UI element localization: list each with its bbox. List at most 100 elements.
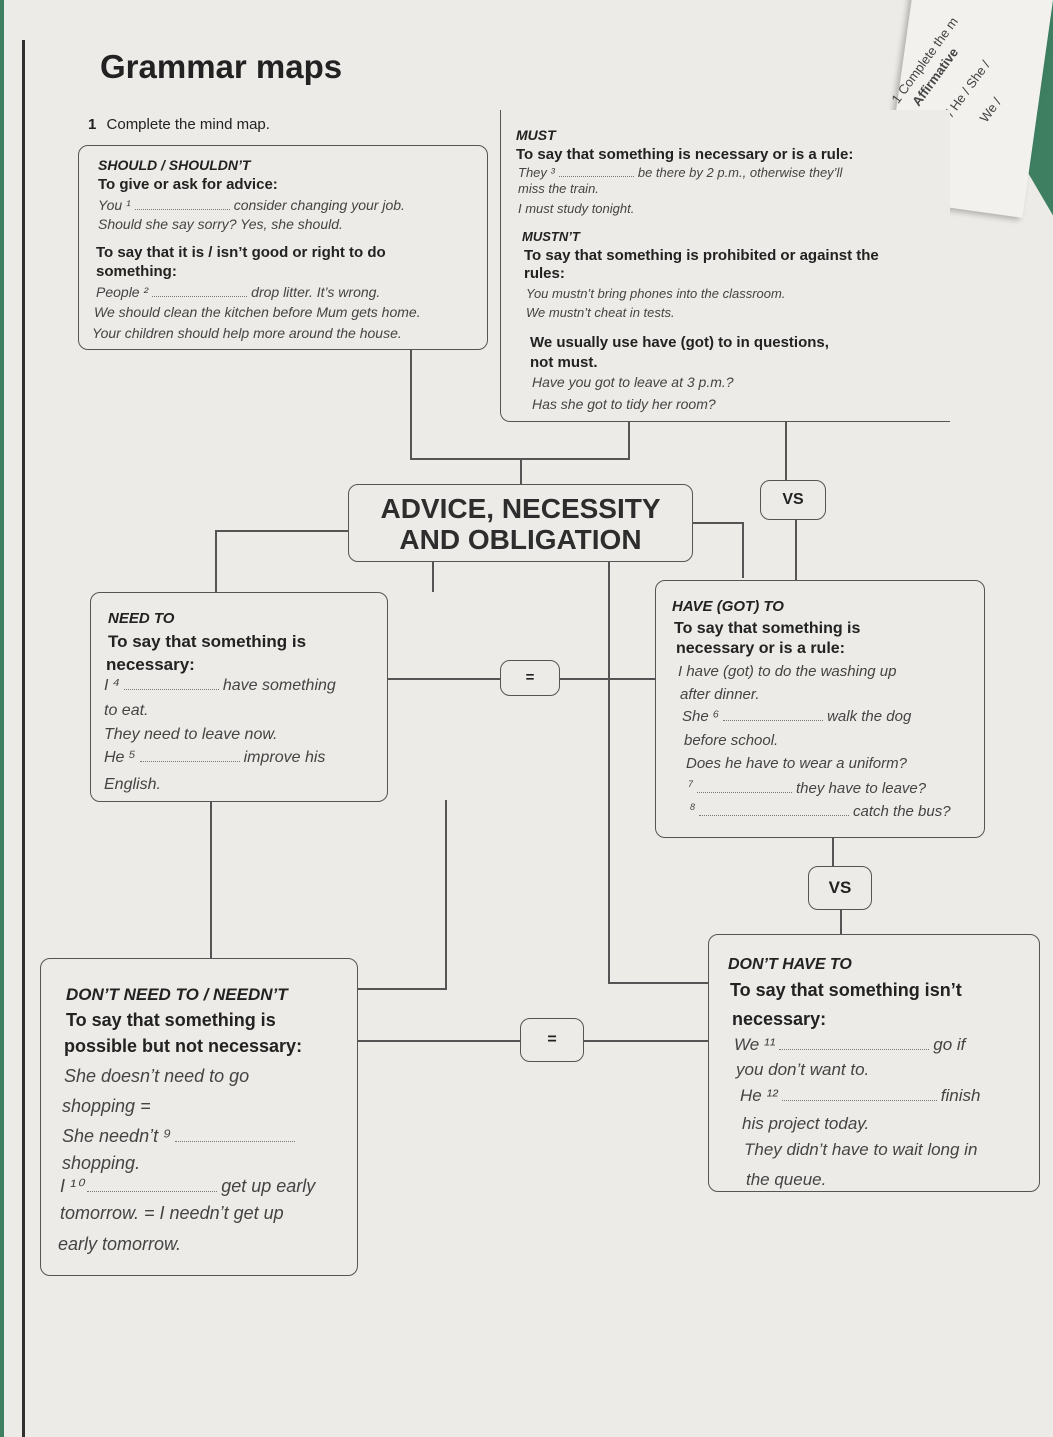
answer-blank-11[interactable] (779, 1049, 930, 1050)
should-use1: To give or ask for advice: (98, 176, 278, 193)
dont-need-to-use-line1: To say that something is (66, 1010, 276, 1030)
exercise-number: 1 (88, 116, 97, 133)
must-example5: Have you got to leave at 3 p.m.? (532, 374, 734, 390)
must-box (500, 110, 950, 422)
connector (832, 836, 834, 866)
instruction-text: Complete the mind map. (106, 116, 270, 133)
central-topic-line1: ADVICE, NECESSITY (380, 493, 661, 524)
connector (608, 982, 708, 984)
dont-need-to-example3-cont2: early tomorrow. (58, 1234, 182, 1254)
answer-blank-12[interactable] (781, 1100, 937, 1101)
dont-need-to-example1-cont: shopping = (62, 1096, 151, 1116)
dont-have-to-example2-end: finish (940, 1086, 981, 1105)
dont-have-to-example3-cont: the queue. (746, 1170, 827, 1189)
need-to-heading: NEED TO (108, 610, 175, 627)
should-heading: SHOULD / SHOULDN’T (98, 157, 251, 173)
connector (215, 530, 217, 592)
connector (742, 522, 744, 578)
need-to-example3-end: improve his (243, 749, 326, 766)
exercise-instruction: 1 Complete the mind map. (88, 116, 270, 133)
dont-have-to-example2: He ¹² finish (740, 1086, 980, 1106)
dont-have-to-heading: DON’T HAVE TO (728, 956, 852, 973)
connector (358, 988, 447, 990)
have-got-to-box (655, 580, 985, 838)
answer-blank-8[interactable] (699, 815, 850, 816)
have-got-to-example1: I have (got) to do the washing up (678, 663, 897, 680)
answer-blank-10[interactable] (87, 1191, 218, 1192)
connector (410, 350, 412, 458)
dont-need-to-heading: DON’T NEED TO / NEEDN’T (66, 985, 288, 1004)
answer-blank-1[interactable] (134, 209, 230, 210)
dont-have-to-example3: They didn’t have to wait long in (744, 1140, 978, 1159)
mustnt-heading: MUSTN’T (522, 229, 580, 244)
dont-need-to-example3-cont: tomorrow. = I needn’t get up (60, 1203, 284, 1223)
need-to-example3-start: He ⁵ (104, 749, 136, 766)
dont-have-to-use-line2: necessary: (732, 1009, 827, 1029)
must-example1-start: They ³ (518, 165, 555, 180)
dont-need-to-example3-start: I ¹⁰ (60, 1176, 84, 1196)
connector (840, 910, 842, 934)
need-to-example1-end: have something (222, 677, 336, 694)
answer-blank-9[interactable] (175, 1141, 296, 1142)
need-to-use-line1: To say that something is (108, 632, 307, 651)
central-topic-line2: AND OBLIGATION (399, 524, 642, 555)
have-got-to-example2-end: walk the dog (827, 708, 912, 725)
connector (432, 562, 434, 592)
have-got-to-heading: HAVE (GOT) TO (672, 598, 784, 615)
dont-have-to-use-line1: To say that something isn’t (730, 980, 962, 1000)
should-example3-start: People ² (96, 284, 149, 300)
vs-badge-top: VS (760, 480, 826, 520)
should-use2-line1: To say that it is / isn’t good or right … (96, 244, 386, 261)
must-example1-end: be there by 2 p.m., otherwise they’ll (637, 165, 843, 180)
side-page-we: We / (976, 94, 1005, 125)
have-got-to-example2-cont: before school. (684, 732, 779, 749)
connector (608, 562, 610, 982)
should-box (78, 145, 488, 350)
dont-have-to-example2-start: He ¹² (740, 1086, 778, 1105)
should-example5: Your children should help more around th… (92, 325, 402, 341)
connector (785, 422, 787, 482)
dont-have-to-box (708, 934, 1040, 1192)
answer-blank-2[interactable] (152, 296, 248, 297)
answer-blank-5[interactable] (139, 761, 240, 762)
should-example1-start: You ¹ (98, 197, 131, 213)
equals-badge-1: = (500, 660, 560, 696)
need-to-example1: I ⁴ have something (104, 677, 336, 695)
have-got-to-example4: 7 they have to leave? (688, 779, 926, 797)
should-example1-end: consider changing your job. (233, 197, 405, 213)
must-use1: To say that something is necessary or is… (516, 146, 854, 163)
answer-number-7: 7 (688, 779, 694, 789)
connector (795, 520, 797, 580)
connector (692, 522, 742, 524)
answer-blank-4[interactable] (123, 689, 219, 690)
need-to-example1-start: I ⁴ (104, 677, 120, 694)
have-got-to-example4-end: they have to leave? (796, 780, 927, 797)
must-note-line1: We usually use have (got) to in question… (530, 334, 829, 351)
connector (410, 458, 630, 460)
mustnt-example2: We mustn’t cheat in tests. (526, 305, 675, 320)
need-to-example3-cont: English. (104, 776, 161, 793)
dont-need-to-example3-end: get up early (221, 1176, 316, 1196)
dont-need-to-example2-cont: shopping. (62, 1153, 141, 1173)
dont-have-to-example1-end: go if (933, 1035, 966, 1054)
page-title: Grammar maps (100, 48, 343, 85)
answer-blank-3[interactable] (558, 176, 634, 177)
answer-blank-7[interactable] (697, 792, 793, 793)
need-to-box (90, 592, 388, 802)
connector (445, 800, 447, 988)
have-got-to-example5-end: catch the bus? (853, 803, 951, 820)
page-border-line (22, 40, 25, 1437)
equals-badge-2: = (520, 1018, 584, 1062)
must-example6: Has she got to tidy her room? (532, 396, 716, 412)
dont-have-to-example1-cont: you don’t want to. (736, 1060, 870, 1079)
answer-blank-6[interactable] (723, 720, 824, 721)
should-example2: Should she say sorry? Yes, she should. (98, 216, 343, 232)
must-example1: They ³ be there by 2 p.m., otherwise they… (518, 165, 842, 180)
have-got-to-example1-cont: after dinner. (680, 686, 760, 703)
dont-need-to-box (40, 958, 358, 1276)
mustnt-example1: You mustn’t bring phones into the classr… (526, 286, 786, 301)
